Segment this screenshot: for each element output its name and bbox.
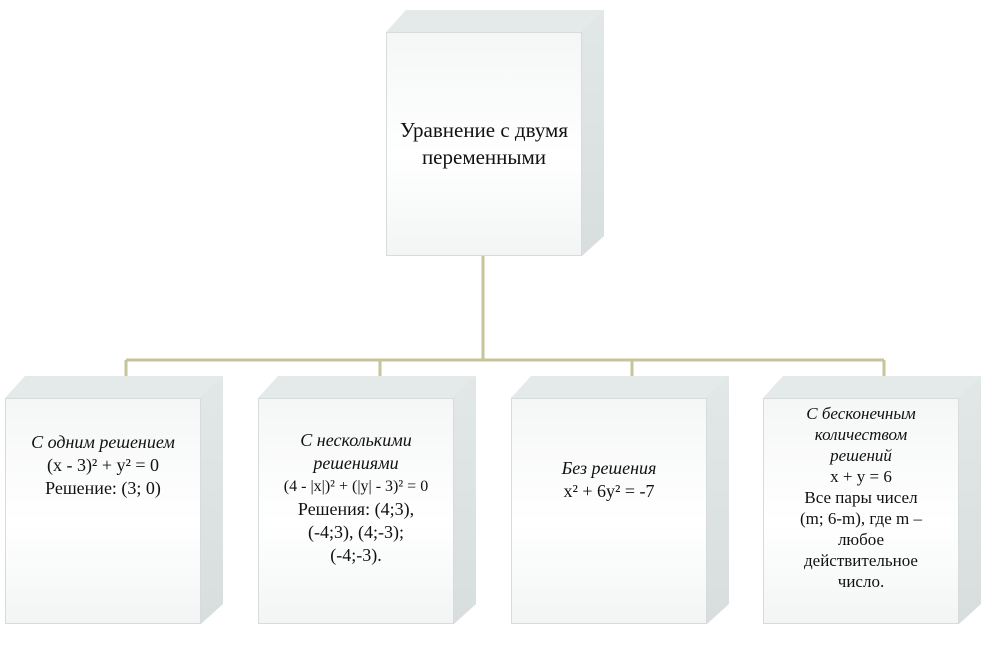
leaf-text-line: действительное — [804, 551, 918, 570]
leaf-node-no-solution: Без решения x² + 6y² = -7 — [511, 376, 729, 624]
leaf-text-line: Решения: (4;3), — [297, 499, 415, 519]
leaf-node-infinite-solutions: С бесконечным количеством решений x + y … — [763, 376, 981, 624]
leaf-text-line: Решение: (3; 0) — [45, 478, 161, 498]
leaf-node-one-solution: С одним решением (x - 3)² + y² = 0 Решен… — [5, 376, 223, 624]
leaf-text-line: число. — [837, 572, 885, 591]
leaf-equation: (4 - |x|)² + (|y| - 3)² = 0 — [283, 478, 429, 495]
leaf-text-line: (-4;-3). — [330, 545, 382, 565]
leaf-text-line: (-4;3), (4;-3); — [308, 522, 404, 542]
leaf-node-several-solutions: С несколькими решениями (4 - |x|)² + (|y… — [258, 376, 476, 624]
leaf-heading: С бесконечным количеством решений — [806, 404, 916, 465]
leaf-text-line: (m; 6-m), где m – — [800, 509, 922, 528]
leaf-equation: x + y = 6 — [830, 467, 892, 486]
leaf-equation: (x - 3)² + y² = 0 — [46, 455, 160, 475]
root-node: Уравнение с двумя переменными — [386, 10, 604, 256]
leaf-heading: С несколькими решениями — [300, 430, 412, 473]
leaf-text-line: Все пары чисел — [804, 488, 918, 507]
leaf-equation: x² + 6y² = -7 — [563, 481, 655, 501]
leaf-heading: С одним решением — [31, 432, 175, 452]
root-title: Уравнение с двумя переменными — [400, 118, 568, 169]
leaf-text-line: любое — [837, 530, 885, 549]
leaf-heading: Без решения — [561, 458, 657, 478]
